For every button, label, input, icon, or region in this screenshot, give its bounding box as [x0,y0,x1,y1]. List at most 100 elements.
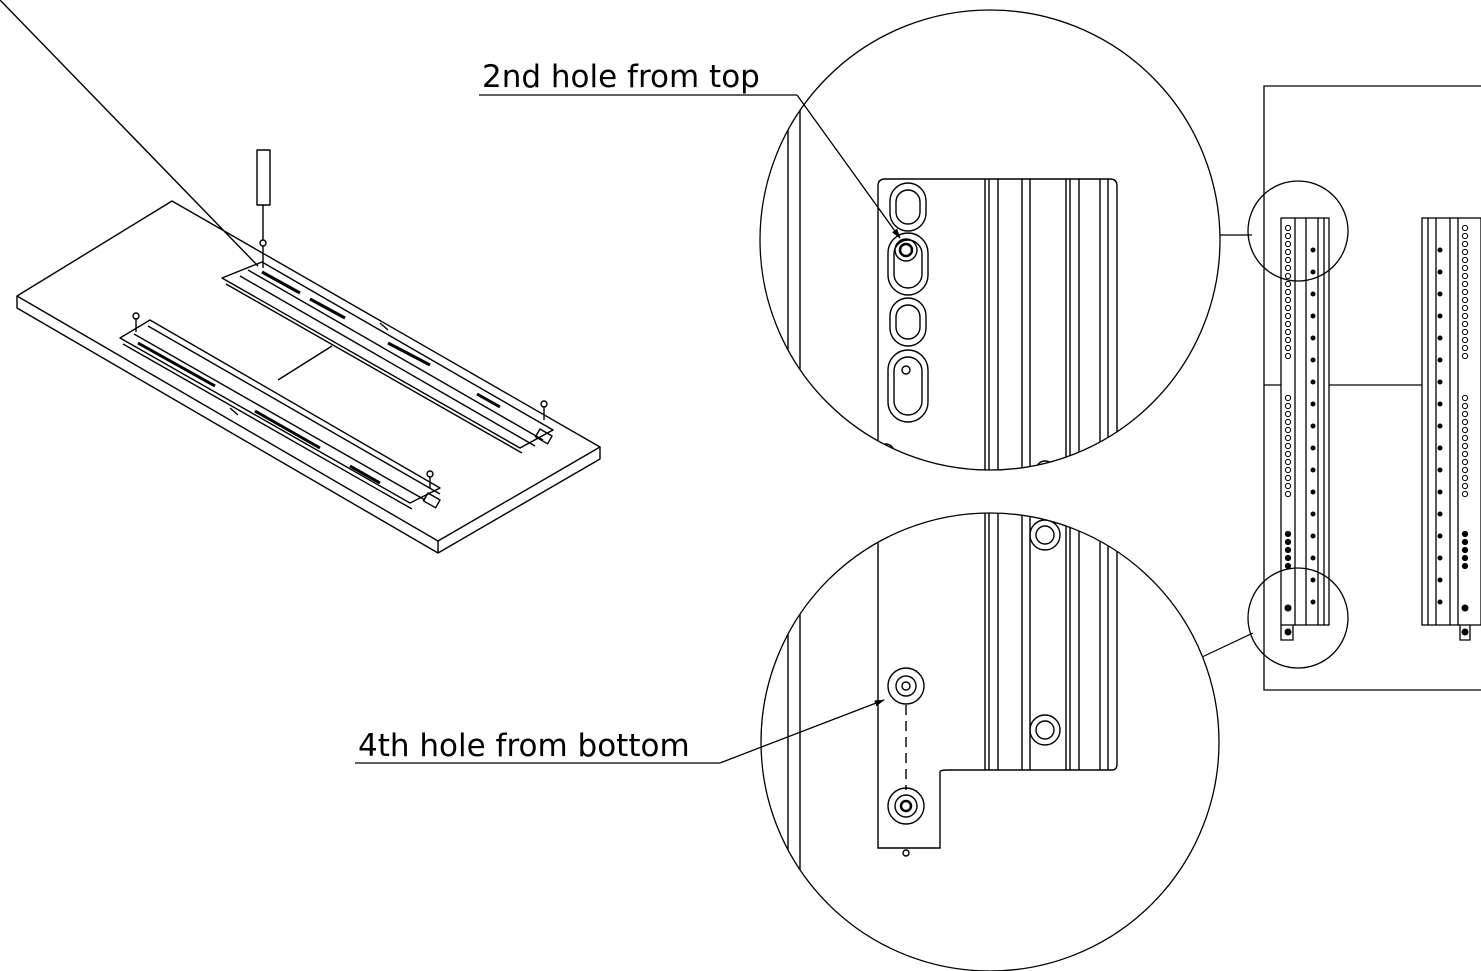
rail-hole [1461,546,1469,554]
rail-hole [1437,577,1443,583]
rail-hole [1461,482,1469,490]
rail-hole [1461,320,1469,328]
rail-hole [1284,224,1292,232]
rail-hole [1284,410,1292,418]
screw-icon [256,149,271,268]
rail-hole [1437,401,1443,407]
detail-view-bottom [760,512,1220,971]
rail-hole [1284,402,1292,410]
callout-bottom-arrow [719,699,885,764]
rail-hole [1437,423,1443,429]
rail-hole [1437,379,1443,385]
rail-hole [1461,344,1469,352]
rail-holes [1284,224,1469,636]
rail-hole [1284,554,1292,562]
rail-hole [1284,546,1292,554]
rail-hole [1437,511,1443,517]
rail-hole [1284,490,1292,498]
rail-hole [1284,304,1292,312]
rail-hole [1310,401,1316,407]
rail-hole [1310,445,1316,451]
board-seam [277,345,333,381]
rail-hole [1461,418,1469,426]
detail-marker-top [1247,180,1349,282]
rail-hole [1284,288,1292,296]
rail-hole [1284,312,1292,320]
rail-hole [1284,530,1292,538]
rail-hole [1461,604,1469,612]
rail-hole [1461,336,1469,344]
rail-hole [1284,474,1292,482]
rail-hole [1310,357,1316,363]
rail-hole [1461,466,1469,474]
rail-hole [1284,434,1292,442]
lower-rail [119,319,441,510]
rail-hole [1461,426,1469,434]
rail-hole [1284,336,1292,344]
callout-top-arrow [796,94,901,239]
rail-hole [1310,511,1316,517]
rail-hole [1284,296,1292,304]
rail-hole [1310,247,1316,253]
rail-hole [1284,442,1292,450]
rail-hole [1461,490,1469,498]
rail-hole [1461,402,1469,410]
rail-hole [1437,357,1443,363]
rail-hole [1461,458,1469,466]
rail-hole [1437,467,1443,473]
rail-hole [1284,320,1292,328]
screw-icon [132,312,548,488]
rail-hole [1310,489,1316,495]
rail-hole [1461,248,1469,256]
rail-hole [1284,272,1292,280]
rail-hole [1461,530,1469,538]
rail-hole [1461,410,1469,418]
rail-hole [1284,344,1292,352]
callout-top-label: 2nd hole from top [482,59,760,95]
upper-rail [0,0,554,454]
rail-hole [1284,482,1292,490]
rail-hole [1284,466,1292,474]
rail-hole [1461,240,1469,248]
rail-hole [1461,328,1469,336]
rail-hole [1284,418,1292,426]
rail-hole [1284,562,1292,570]
rail-hole [1284,394,1292,402]
rail-hole [1461,232,1469,240]
rail-hole [1310,577,1316,583]
rail-hole [1437,313,1443,319]
rail-overview-panel [1247,85,1481,691]
rail-hole [1461,450,1469,458]
rail-hole [1437,489,1443,495]
rail-hole [1461,538,1469,546]
rail-hole [1437,555,1443,561]
rail-hole [1284,328,1292,336]
rail-hole [1284,538,1292,546]
rail-hole [1461,474,1469,482]
rail-hole [1461,554,1469,562]
rail-hole [1284,264,1292,272]
rail-hole [1437,269,1443,275]
rail-hole [1284,240,1292,248]
rail-hole [1284,232,1292,240]
rail-hole [1284,256,1292,264]
rail-hole [1310,335,1316,341]
rail-hole [1461,312,1469,320]
rail-hole [1461,352,1469,360]
rail-hole [1461,224,1469,232]
rail-hole [1437,247,1443,253]
rail-hole [1310,533,1316,539]
rail-hole [1284,628,1292,636]
rail-hole [1461,562,1469,570]
rail-hole [1461,394,1469,402]
detail-view-top [759,9,1221,471]
rail-hole [1461,442,1469,450]
rail-hole [1461,264,1469,272]
rail-hole [1284,352,1292,360]
rail-hole [1284,248,1292,256]
isometric-assembly-view [0,0,601,554]
rail-hole [1284,604,1292,612]
rail-hole [1437,335,1443,341]
